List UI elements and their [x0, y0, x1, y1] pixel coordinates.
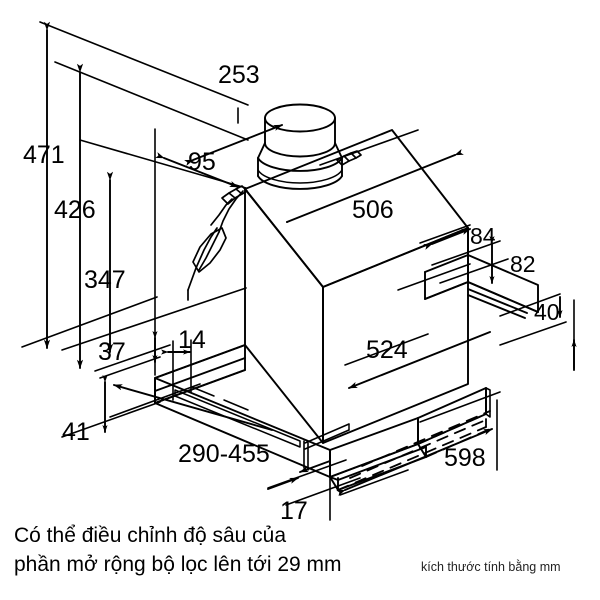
- duct-spigot: [257, 103, 343, 190]
- dim-41-label: 41: [62, 418, 90, 446]
- base-right-edge-detail: [485, 387, 491, 418]
- dimension-arrows: [43, 21, 577, 497]
- dim-290-455-label: 290-455: [178, 440, 270, 468]
- dim-82-label: 82: [510, 251, 536, 277]
- dim-253-label: 253: [218, 61, 260, 89]
- dim-524-label: 524: [366, 336, 408, 364]
- hinge-damper-assembly: [187, 185, 248, 301]
- hood-body-left-face: [244, 188, 324, 444]
- dimension-labels: 471 426 347 37 41 14 253 95 506 84 82 40…: [23, 61, 560, 525]
- unit-note: kích thước tính bằng mm: [421, 560, 561, 574]
- dim-37-label: 37: [98, 338, 126, 366]
- dim-347-label: 347: [84, 266, 126, 294]
- dim-506-label: 506: [352, 196, 394, 224]
- dim-17-label: 17: [280, 497, 308, 525]
- caption-line-1: Có thể điều chỉnh độ sâu của: [14, 524, 287, 547]
- dim-426-label: 426: [54, 196, 96, 224]
- dim-95-label: 95: [188, 148, 216, 176]
- dim-471-label: 471: [23, 141, 65, 169]
- caption-line-2: phần mở rộng bộ lọc lên tới 29 mm: [14, 553, 342, 576]
- dim-84-label: 84: [470, 223, 496, 249]
- hood-body-right-face: [322, 227, 469, 444]
- dim-14-label: 14: [178, 326, 206, 354]
- slider-divider: [303, 440, 309, 471]
- dim-40-label: 40: [534, 299, 560, 325]
- dim-598-label: 598: [444, 444, 486, 472]
